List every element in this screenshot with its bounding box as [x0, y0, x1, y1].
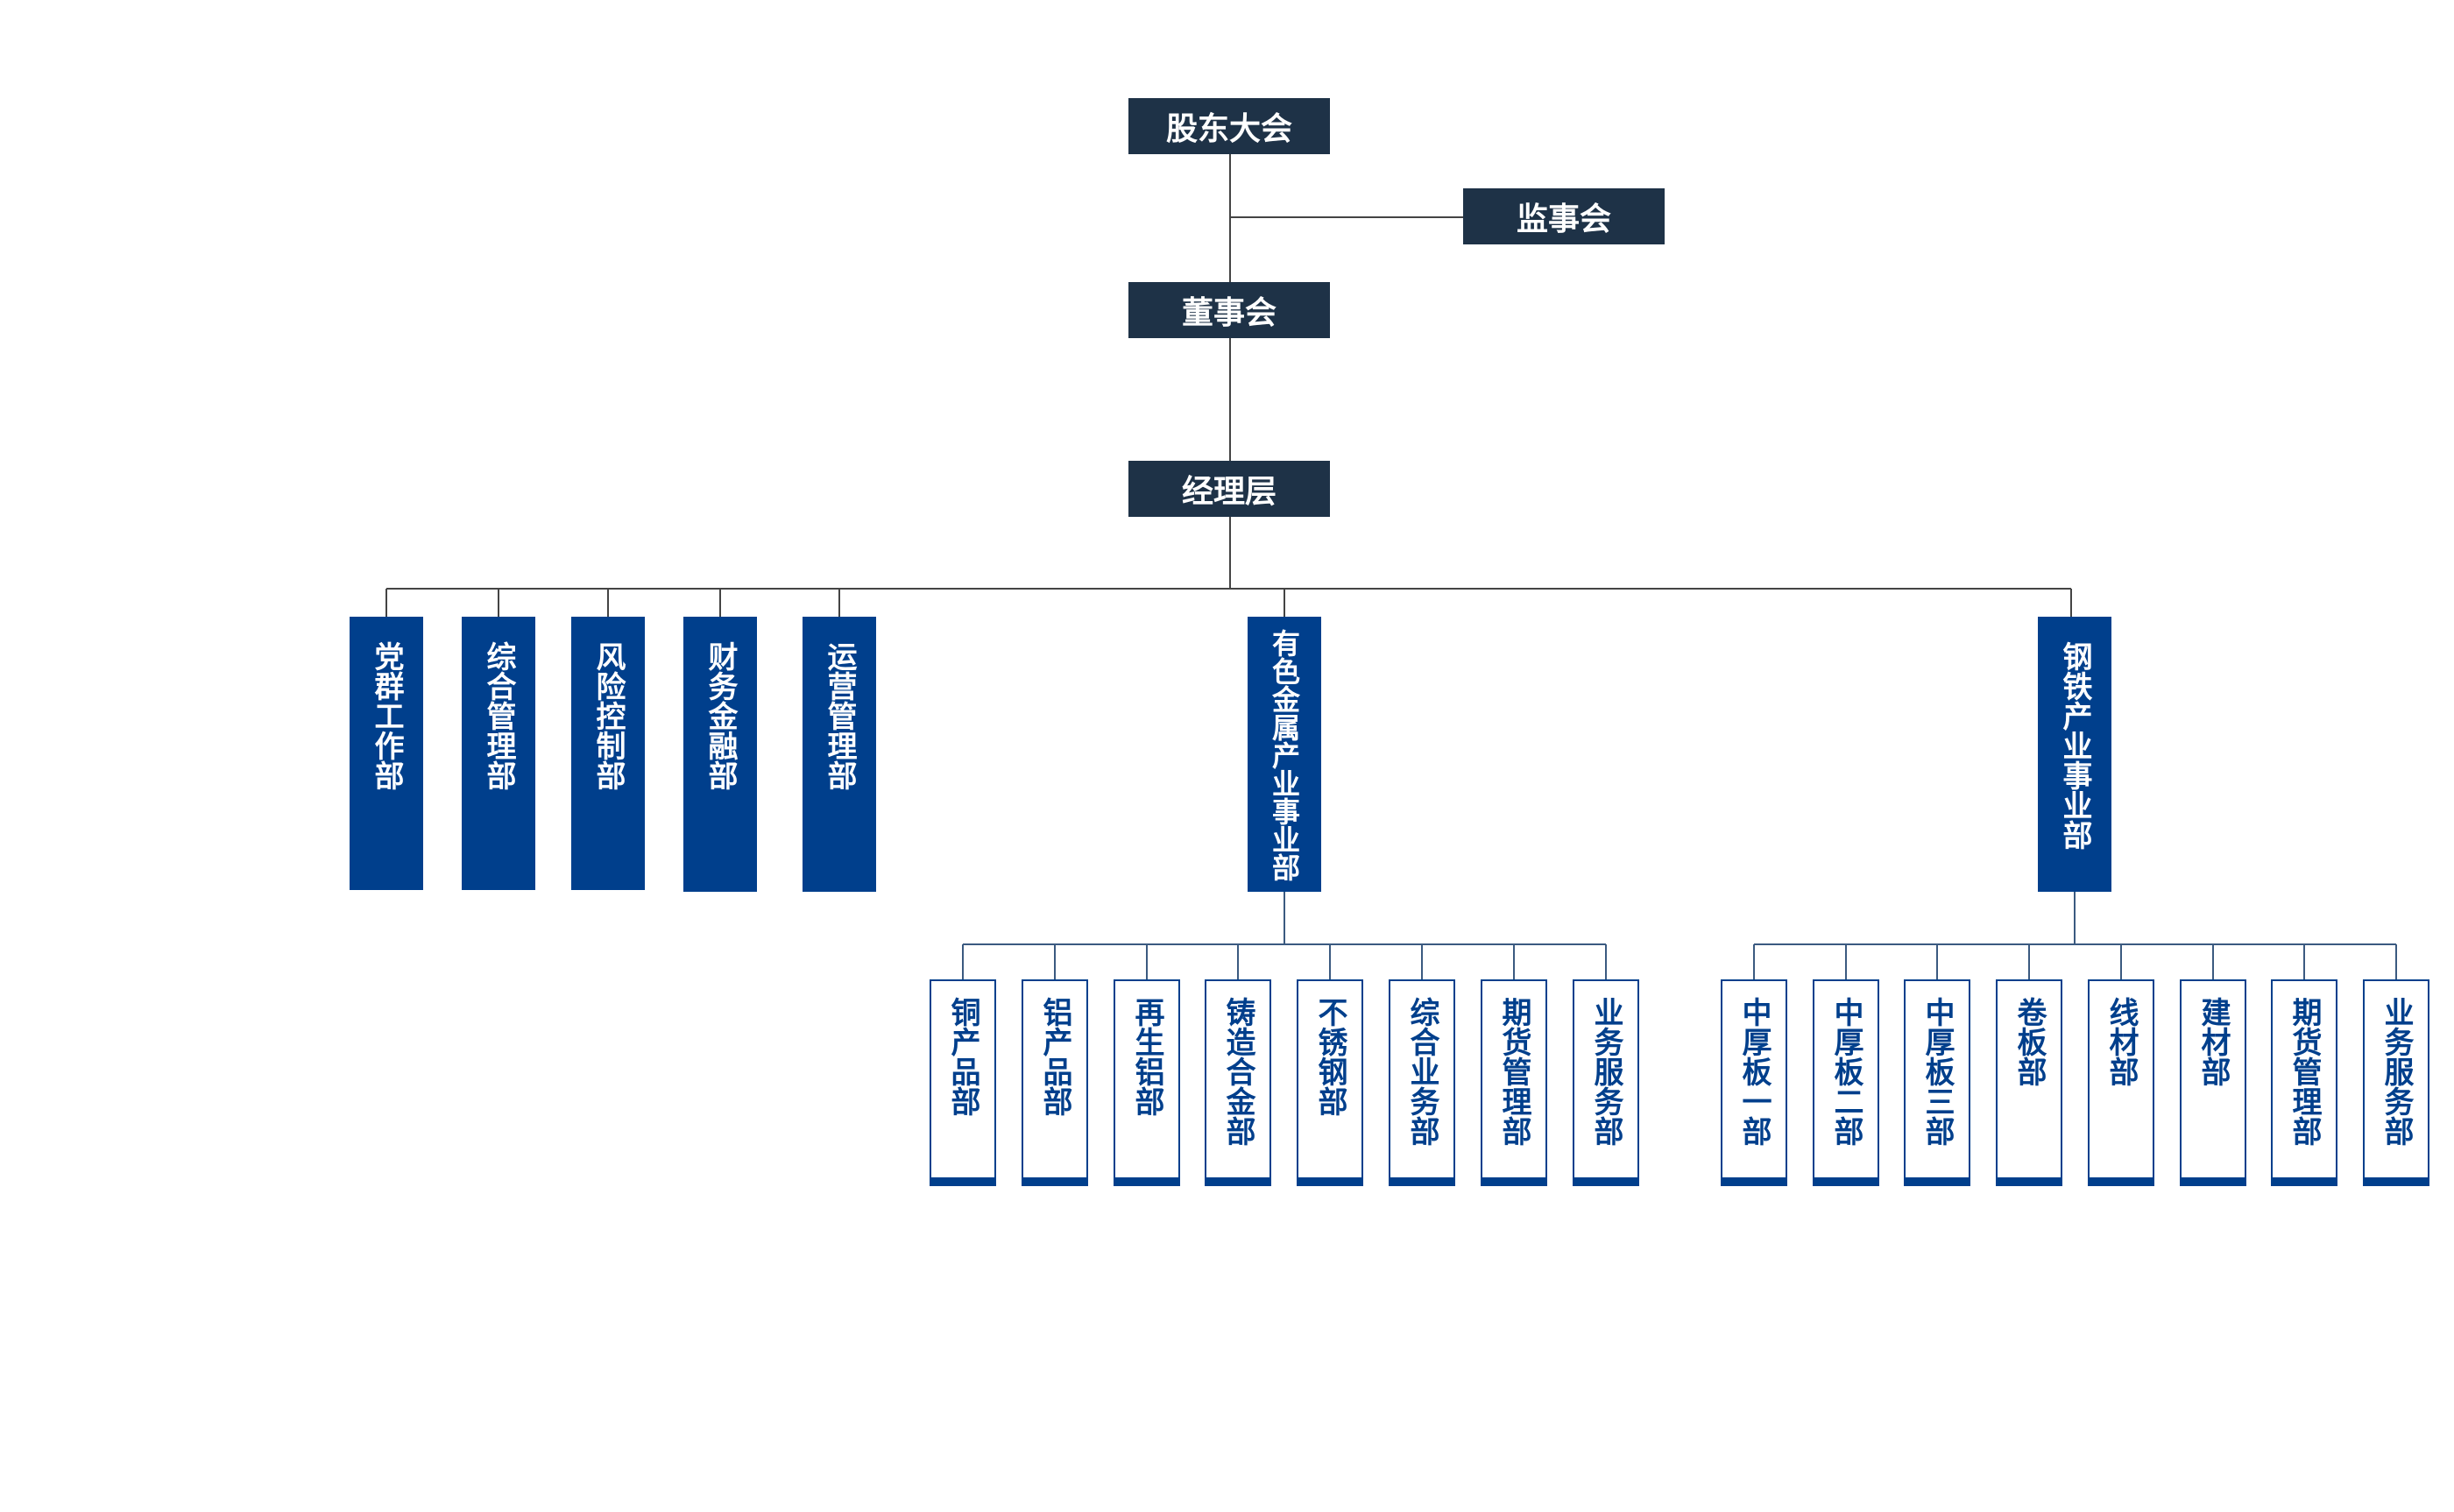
department-label: 财务金融部	[703, 641, 738, 790]
unit-label: 铸造合金部	[1220, 997, 1255, 1146]
steel-unit-node: 中厚板二部	[1813, 979, 1879, 1186]
unit-label: 期货管理部	[2287, 997, 2322, 1146]
unit-label: 卷板部	[2012, 997, 2047, 1086]
functional-department-node: 财务金融部	[683, 617, 757, 892]
unit-label: 中厚板二部	[1828, 997, 1863, 1146]
nonferrous-unit-node: 铝产品部	[1022, 979, 1088, 1186]
unit-label: 建材部	[2196, 997, 2231, 1086]
steel-unit-node: 建材部	[2180, 979, 2246, 1186]
nonferrous-division-label: 有色金属产业事业部	[1268, 629, 1301, 881]
shareholders-meeting-node: 股东大会	[1128, 98, 1330, 154]
unit-label: 中厚板三部	[1920, 997, 1955, 1146]
unit-label: 铝产品部	[1037, 997, 1072, 1116]
nonferrous-unit-node: 不锈钢部	[1297, 979, 1363, 1186]
unit-label: 铜产品部	[945, 997, 980, 1116]
steel-unit-node: 中厚板一部	[1721, 979, 1787, 1186]
steel-unit-node: 线材部	[2088, 979, 2154, 1186]
functional-department-node: 运营管理部	[803, 617, 876, 892]
unit-label: 业务服务部	[1588, 997, 1623, 1146]
supervisory-board-node: 监事会	[1463, 188, 1665, 244]
steel-division-node: 钢铁产业事业部	[2038, 617, 2111, 892]
unit-label: 再生铝部	[1129, 997, 1164, 1116]
shareholders-meeting-label: 股东大会	[1165, 111, 1292, 147]
board-of-directors-label: 董事会	[1181, 295, 1277, 331]
unit-label: 期货管理部	[1496, 997, 1531, 1146]
steel-unit-node: 业务服务部	[2363, 979, 2429, 1186]
nonferrous-unit-node: 铜产品部	[930, 979, 996, 1186]
functional-department-node: 党群工作部	[350, 617, 423, 890]
board-of-directors-node: 董事会	[1128, 282, 1330, 338]
steel-division-label: 钢铁产业事业部	[2057, 641, 2092, 850]
nonferrous-unit-node: 再生铝部	[1114, 979, 1180, 1186]
department-label: 运营管理部	[822, 641, 857, 790]
unit-label: 不锈钢部	[1312, 997, 1347, 1116]
steel-unit-node: 卷板部	[1996, 979, 2062, 1186]
unit-label: 中厚板一部	[1736, 997, 1772, 1146]
department-label: 综合管理部	[481, 641, 516, 790]
unit-label: 综合业务部	[1404, 997, 1439, 1146]
management-node: 经理层	[1128, 461, 1330, 517]
unit-label: 线材部	[2104, 997, 2139, 1086]
nonferrous-unit-node: 铸造合金部	[1205, 979, 1271, 1186]
nonferrous-unit-node: 期货管理部	[1481, 979, 1547, 1186]
unit-label: 业务服务部	[2379, 997, 2414, 1146]
department-label: 党群工作部	[369, 641, 404, 790]
nonferrous-unit-node: 业务服务部	[1573, 979, 1639, 1186]
functional-department-node: 综合管理部	[462, 617, 535, 890]
functional-department-node: 风险控制部	[571, 617, 645, 890]
management-label: 经理层	[1181, 474, 1277, 510]
steel-unit-node: 中厚板三部	[1904, 979, 1970, 1186]
nonferrous-unit-node: 综合业务部	[1389, 979, 1455, 1186]
supervisory-board-label: 监事会	[1516, 201, 1611, 237]
department-label: 风险控制部	[591, 641, 626, 790]
nonferrous-division-node: 有色金属产业事业部	[1248, 617, 1321, 892]
steel-unit-node: 期货管理部	[2271, 979, 2337, 1186]
